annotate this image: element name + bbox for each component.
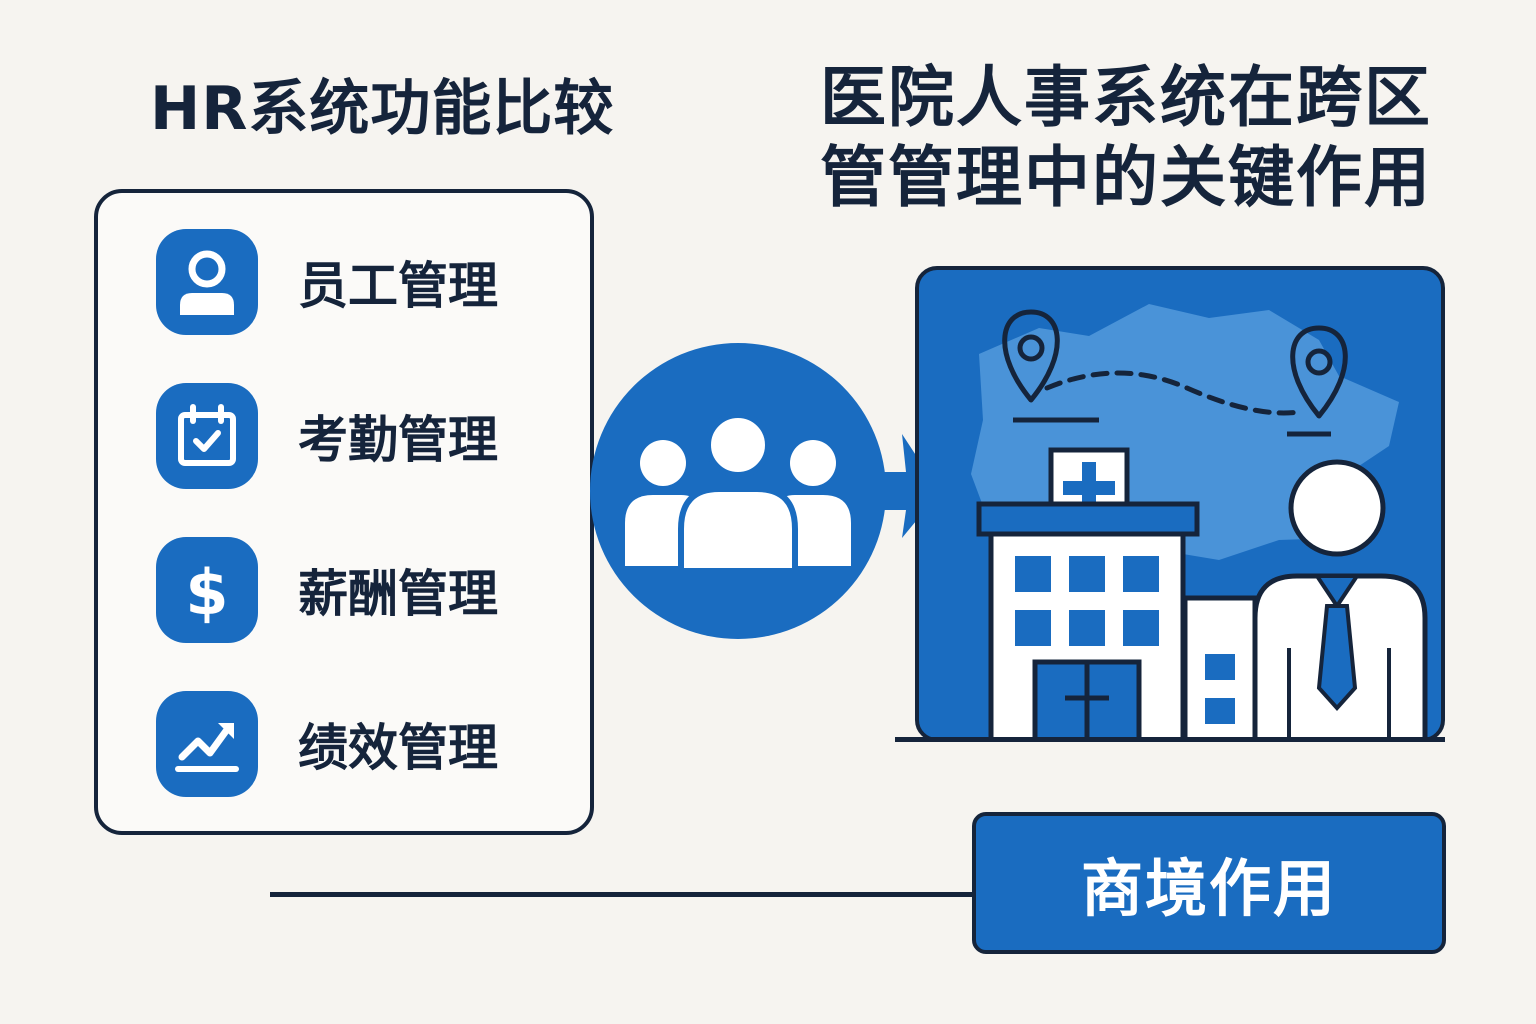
feature-payroll-management[interactable]: $ 薪酬管理 (156, 537, 498, 643)
feature-employee-management[interactable]: 员工管理 (156, 229, 498, 335)
feature-attendance-management[interactable]: 考勤管理 (156, 383, 498, 489)
right-title-line-2: 管管理中的关键作用 (820, 139, 1432, 216)
feature-label: 员工管理 (298, 257, 498, 315)
feature-label: 薪酬管理 (298, 565, 498, 623)
people-group-icon (625, 412, 851, 574)
chart-up-icon (156, 691, 258, 797)
people-group-hub (590, 343, 886, 639)
calendar-check-icon (156, 383, 258, 489)
cross-region-scene (915, 266, 1445, 742)
right-title-line-1: 医院人事系统在跨区 (820, 59, 1432, 136)
connector-line (270, 892, 975, 897)
right-title: 医院人事系统在跨区 管管理中的关键作用 (820, 58, 1460, 218)
feature-performance-management[interactable]: 绩效管理 (156, 691, 498, 797)
route-line (1044, 370, 1302, 416)
dollar-icon: $ (156, 537, 258, 643)
role-button[interactable]: 商境作用 (972, 812, 1446, 954)
scene-ground-line (895, 737, 1445, 742)
feature-label: 考勤管理 (298, 411, 498, 469)
feature-label: 绩效管理 (298, 719, 498, 777)
svg-text:$: $ (185, 556, 228, 628)
doctor-icon (1252, 459, 1428, 738)
user-icon (156, 229, 258, 335)
hospital-icon (976, 447, 1258, 738)
left-title: HR系统功能比较 (150, 74, 615, 144)
hr-features-panel: 员工管理 考勤管理 $ 薪酬管理 绩效管理 (94, 189, 594, 835)
map-pin-icon (1287, 325, 1348, 437)
map-pin-icon (1002, 309, 1099, 423)
